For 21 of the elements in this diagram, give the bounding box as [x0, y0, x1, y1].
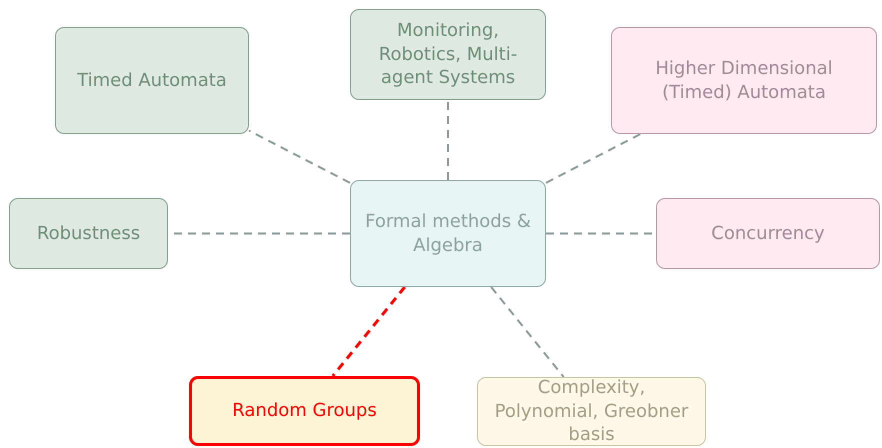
topic-box — [55, 27, 249, 134]
topic-label: Monitoring, Robotics, Multi-agent Systems — [378, 19, 518, 90]
connector-line — [248, 130, 350, 184]
topic-label: Formal methods & Algebra — [364, 210, 532, 257]
topic-box — [189, 376, 420, 446]
connector-line — [490, 286, 564, 378]
topic-label: Complexity, Polynomial, Greobner basis — [494, 376, 690, 447]
topic-label: Random Groups — [232, 399, 377, 423]
topic-box — [350, 9, 546, 100]
topic-label: Higher Dimensional (Timed) Automata — [654, 57, 834, 104]
connector-line — [332, 286, 406, 377]
topic-label: Concurrency — [711, 222, 825, 246]
connector-line — [546, 133, 641, 184]
topic-box — [477, 377, 706, 446]
topic-label: Robustness — [36, 222, 140, 246]
topic-box — [350, 180, 546, 287]
topic-box — [656, 198, 880, 269]
topic-box — [611, 27, 877, 134]
topic-label: Timed Automata — [77, 68, 227, 92]
connector-line — [447, 100, 449, 180]
topic-box — [9, 198, 168, 269]
